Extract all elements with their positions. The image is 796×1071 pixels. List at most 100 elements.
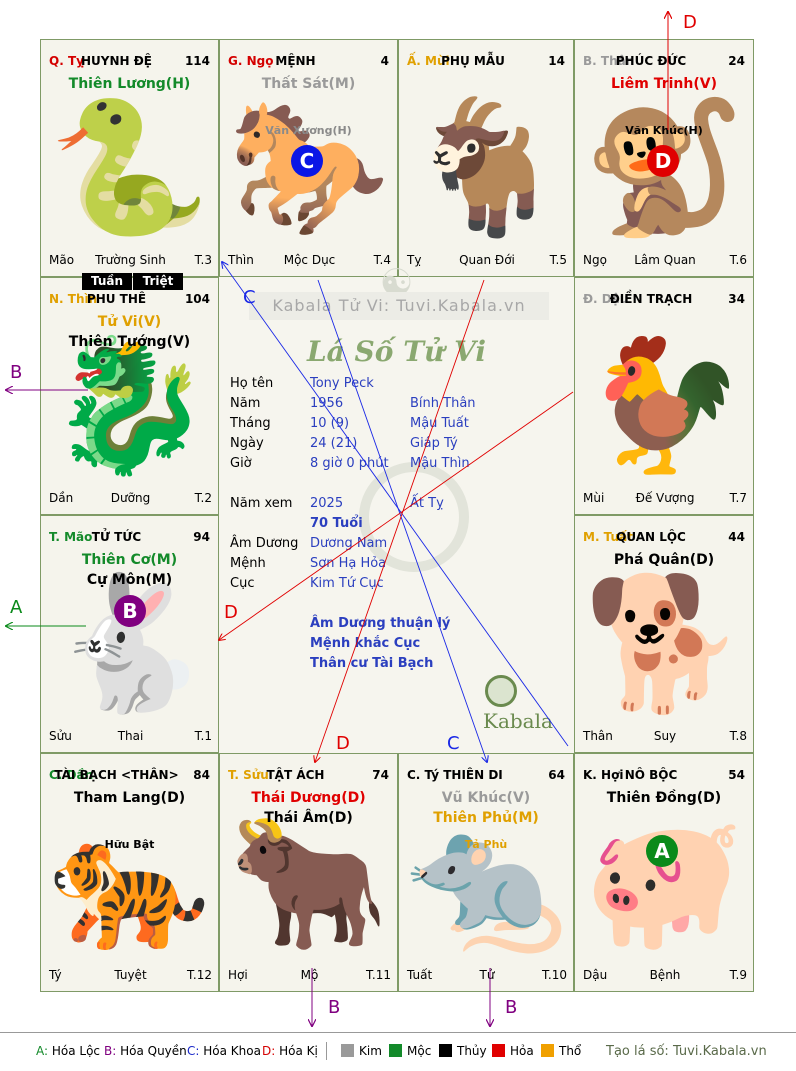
palace-name: NÔ BỘC: [624, 768, 678, 782]
legend-kim: Kim: [341, 1044, 382, 1058]
info-label: Tháng: [230, 416, 271, 431]
palace-term: T.12: [187, 968, 212, 982]
palace-phase: Mộ: [300, 968, 319, 982]
palace-term: T.11: [366, 968, 391, 982]
arrow-label: D: [683, 12, 697, 33]
chart-note: Âm Dương thuận lý: [310, 616, 451, 631]
main-star: Tử Vi(V): [97, 314, 162, 330]
palace-phase: Quan Đới: [459, 253, 515, 267]
palace-name: ĐIỀN TRẠCH: [609, 292, 693, 306]
zodiac-watermark-icon: 🐕: [583, 567, 745, 720]
palace-can-chi: G. Ngọ: [228, 54, 274, 68]
yin-yang-watermark: [359, 462, 469, 572]
hoa-marker-b: B: [114, 595, 146, 627]
zodiac-watermark-icon: 🐂: [227, 805, 390, 958]
main-star: Thiên Tướng(V): [68, 334, 191, 350]
main-star: Phá Quân(D): [613, 552, 715, 568]
arrow-label: B: [10, 362, 23, 383]
main-star: Thiên Phủ(M): [433, 810, 539, 826]
zodiac-watermark-icon: 🐉: [48, 329, 211, 482]
palace-branch: Tuất: [407, 968, 433, 982]
palace-name: PHỤ MẪU: [441, 54, 505, 68]
zodiac-watermark-icon: 🐓: [583, 329, 745, 482]
palace-phase: Dưỡng: [110, 491, 151, 505]
info-value: 10 (9): [310, 416, 350, 431]
main-star: Vũ Khúc(V): [441, 790, 531, 806]
palace-number: 54: [728, 768, 745, 782]
palace-number: 114: [184, 54, 210, 68]
palace-branch: Thìn: [228, 253, 254, 267]
palace-branch: Mão: [49, 253, 75, 267]
palace-term: T.2: [194, 491, 212, 505]
main-star: Thái Dương(D): [251, 790, 366, 806]
legend-moc: Mộc: [389, 1044, 431, 1058]
main-star: Thái Âm(D): [264, 810, 353, 826]
palace-term: T.10: [542, 968, 567, 982]
minor-star: Văn Xương(H): [265, 124, 352, 137]
palace-number: 4: [380, 54, 389, 68]
palace-number: 74: [372, 768, 389, 782]
info-label: Cục: [230, 576, 255, 591]
info-can-chi: Giáp Tý: [410, 436, 458, 451]
hoa-marker-c: C: [291, 145, 323, 177]
arrow-label: D: [336, 733, 350, 754]
palace-term: T.6: [729, 253, 747, 267]
site-link[interactable]: Tạo lá số: Tuvi.Kabala.vn: [606, 1044, 767, 1059]
info-label: Họ tên: [230, 376, 274, 391]
kim-swatch: [341, 1044, 354, 1057]
legend-hoa-ki: D: Hóa Kị: [262, 1044, 318, 1058]
info-value: Tony Peck: [310, 376, 374, 391]
palace-branch: Hợi: [228, 968, 248, 982]
center-info: ☯ Kabala Tử Vi: Tuvi.Kabala.vn Lá Số Tử …: [219, 261, 574, 753]
legend-hoa-khoa: C: Hóa Khoa: [187, 1044, 261, 1058]
arrow-label: C: [243, 287, 256, 308]
kabala-brand: Kabala: [483, 709, 553, 733]
info-label: Năm: [230, 396, 261, 411]
palace-can-chi: M. Tuất: [583, 530, 633, 544]
palace-phase: Tuyệt: [114, 968, 147, 982]
palace-can-chi: N. Thìn: [49, 292, 98, 306]
palace-branch: Sửu: [49, 729, 72, 743]
palace-name: MỆNH: [275, 54, 316, 68]
arrow-label: C: [447, 733, 460, 754]
palace-name: PHU THÊ: [86, 292, 147, 306]
chart-note: Mệnh khắc Cục: [310, 636, 421, 651]
main-star: Thiên Đồng(D): [606, 790, 722, 806]
palace-branch: Mùi: [583, 491, 605, 505]
zodiac-watermark-icon: 🐀: [405, 805, 567, 958]
palace-name: PHÚC ĐỨC: [615, 54, 687, 68]
legend-divider: [326, 1042, 327, 1060]
legend-hoa-loc: A: Hóa Lộc: [36, 1044, 101, 1058]
palace-can-chi: C. Tý: [407, 768, 440, 782]
palace-can-chi: T. Mão: [49, 530, 93, 544]
palace-phase: Đế Vượng: [635, 491, 695, 505]
nam-xem-label: Năm xem: [230, 496, 293, 511]
moc-swatch: [389, 1044, 402, 1057]
palace-branch: Dậu: [583, 968, 608, 982]
arrow-d-diag-2: [315, 279, 485, 762]
zodiac-watermark-icon: 🐍: [48, 91, 211, 244]
palace-number: 44: [728, 530, 745, 544]
palace-term: T.3: [194, 253, 212, 267]
site-watermark: Kabala Tử Vi: Tuvi.Kabala.vn: [249, 292, 549, 320]
palace-phase: Lâm Quan: [634, 253, 696, 267]
info-can-chi: Mậu Tuất: [410, 416, 469, 431]
zodiac-watermark-icon: 🐐: [405, 91, 567, 244]
